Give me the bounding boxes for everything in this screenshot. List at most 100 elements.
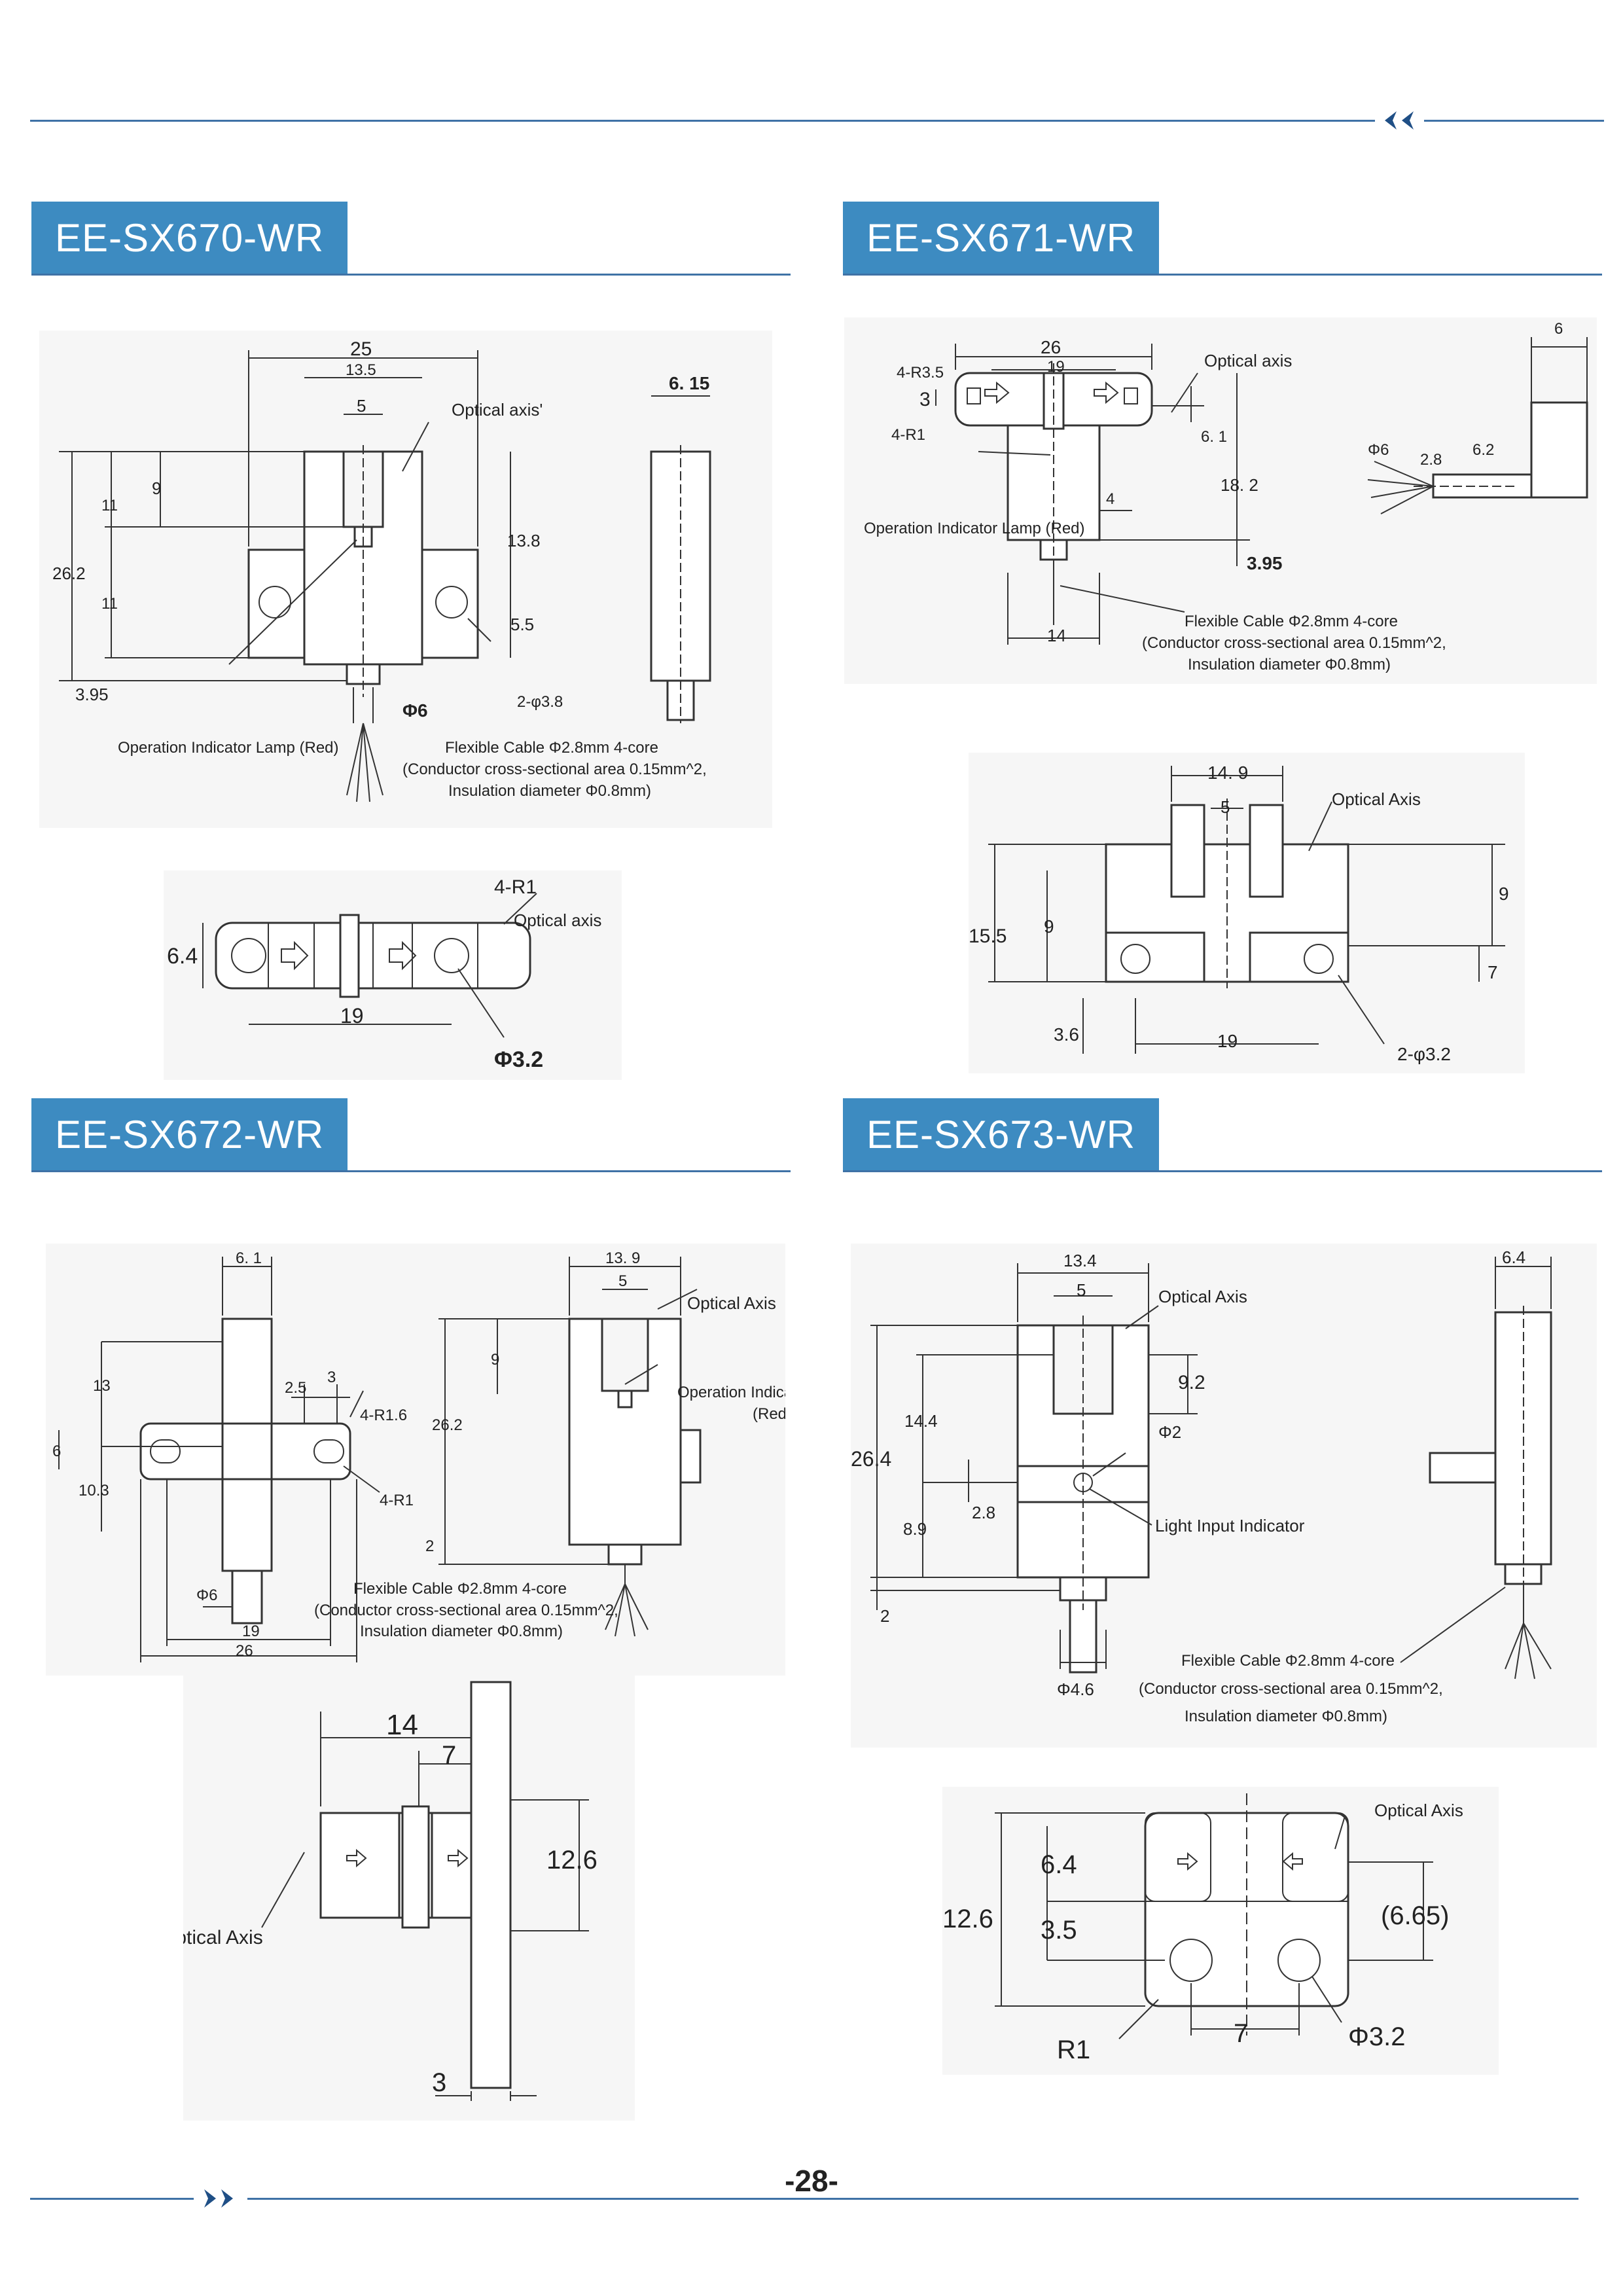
dim-2-5: 2.5 [285, 1379, 306, 1397]
section-rule-sx671 [843, 274, 1602, 276]
cable-label-3: Insulation diameter Φ0.8mm) [448, 782, 651, 800]
dim-18-2: 18. 2 [1221, 475, 1258, 495]
dim-7: 7 [442, 1741, 456, 1770]
dim-12-6: 12.6 [546, 1846, 597, 1874]
drawing-sx672-bottom: 14 7 12.6 3 Optical Axis [183, 1676, 635, 2121]
dim-10-3: 10.3 [79, 1482, 109, 1499]
optical-axis-label: Optical Axis [1158, 1287, 1247, 1306]
dim-13: 13 [93, 1377, 111, 1395]
dim-4-r1: 4-R1 [891, 426, 925, 444]
dim-4-r1: 4-R1 [494, 876, 537, 898]
dim-6-1: 6. 1 [1201, 428, 1227, 446]
drawing-sx670-main: 25 13.5 5 Optical axis' 9 11 26.2 11 13.… [39, 331, 772, 828]
dim-2-8: 2.8 [972, 1503, 995, 1522]
section-rule-sx672 [31, 1170, 791, 1172]
dim-25: 25 [350, 338, 372, 360]
dim-4-r1: 4-R1 [380, 1492, 414, 1509]
section-title-sx672: EE-SX672-WR [31, 1098, 348, 1172]
dim-phi3-2: Φ3.2 [1348, 2022, 1406, 2051]
drawing-sx670-bottom: 4-R1 Optical axis 6.4 19 Φ3.2 [164, 870, 622, 1080]
section-title-sx671: EE-SX671-WR [843, 202, 1160, 275]
dim-6-65: (6.65) [1381, 1901, 1450, 1930]
dim-15-5: 15.5 [969, 925, 1007, 947]
cable-label-2: (Conductor cross-sectional area 0.15mm^2… [314, 1602, 618, 1619]
section-title-sx670: EE-SX670-WR [31, 202, 348, 275]
cable-label-2: (Conductor cross-sectional area 0.15mm^2… [402, 761, 707, 778]
drawing-sx673-bottom: 12.6 6.4 3.5 (6.65) R1 7 Φ3.2 Optical Ax… [942, 1787, 1499, 2075]
dim-19: 19 [1217, 1031, 1238, 1051]
dim-9-2: 9.2 [1178, 1372, 1205, 1393]
dim-5: 5 [1077, 1280, 1086, 1300]
dim-14: 14 [1047, 626, 1066, 645]
dim-7: 7 [1488, 962, 1498, 982]
dim-6: 6 [52, 1443, 61, 1460]
dim-19: 19 [242, 1623, 260, 1640]
dim-3-5: 3.5 [1041, 1916, 1077, 1945]
dim-6-4: 6.4 [1502, 1247, 1525, 1267]
dim-6-4: 6.4 [167, 944, 198, 969]
footer-rule-right [247, 2198, 1578, 2200]
dim-26: 26 [236, 1642, 253, 1660]
dim-2-phi3-8: 2-φ3.8 [517, 693, 563, 711]
dim-14-4: 14.4 [904, 1411, 938, 1431]
dim-r1: R1 [1057, 2036, 1090, 2064]
dim-19: 19 [340, 1004, 364, 1028]
dim-13-5: 13.5 [346, 361, 376, 379]
header-rule-right [1424, 120, 1604, 122]
dim-4-r3-5: 4-R3.5 [897, 364, 944, 382]
cable-label-2: (Conductor cross-sectional area 0.15mm^2… [1139, 1680, 1443, 1698]
lamp-label-1: Operation Indicator Lamp [677, 1384, 785, 1401]
dim-4: 4 [1106, 490, 1115, 508]
dim-3-6: 3.6 [1054, 1024, 1079, 1045]
dim-6-1: 6. 1 [236, 1249, 262, 1267]
dim-19-top: 19 [1047, 358, 1065, 376]
footer-rule-left [30, 2198, 194, 2200]
dim-6-15: 6. 15 [669, 373, 709, 393]
dim-8-9: 8.9 [903, 1519, 927, 1539]
dim-5: 5 [357, 396, 366, 416]
dim-2-phi3-2: 2-φ3.2 [1397, 1044, 1451, 1064]
dim-14-9: 14. 9 [1207, 762, 1248, 783]
dim-11-top: 11 [101, 497, 118, 514]
dim-5: 5 [618, 1272, 627, 1290]
dim-13-8: 13.8 [507, 531, 541, 550]
dim-3: 3 [432, 2068, 446, 2097]
dim-phi6: Φ6 [196, 1587, 218, 1604]
side-dim-phi6: Φ6 [1368, 441, 1389, 459]
header-rule [30, 120, 1375, 122]
side-dim-6-2: 6.2 [1472, 441, 1494, 459]
drawing-sx672-main: 6. 1 13 2.5 3 4-R1.6 6 10.3 4-R1 Φ6 19 2… [46, 1244, 785, 1676]
optical-axis-bottom: Optical Axis [1332, 789, 1421, 809]
side-dim-2-8: 2.8 [1420, 451, 1442, 469]
optical-axis-label: Optical axis' [452, 400, 543, 420]
dim-phi3-2: Φ3.2 [494, 1047, 543, 1072]
dim-5: 5 [1221, 797, 1230, 817]
dim-26-4: 26.4 [851, 1447, 891, 1471]
dim-2: 2 [880, 1606, 889, 1626]
section-title-sx673: EE-SX673-WR [843, 1098, 1160, 1172]
dim-13-4: 13.4 [1063, 1251, 1097, 1270]
dim-3: 3 [327, 1369, 336, 1386]
drawing-sx671-main: 26 19 4-R3.5 Optical axis 4-R1 3 6. 1 18… [844, 317, 1597, 684]
cable-label-2: (Conductor cross-sectional area 0.15mm^2… [1142, 634, 1446, 652]
cable-label-3: Insulation diameter Φ0.8mm) [1185, 1708, 1387, 1725]
dim-3-95: 3.95 [75, 685, 109, 704]
dim-9: 9 [152, 478, 161, 498]
double-chevron-right-icon [204, 2189, 233, 2208]
dim-7: 7 [1234, 2019, 1248, 2048]
dim-phi6: Φ6 [402, 700, 428, 721]
dim-3-95: 3.95 [1247, 553, 1283, 573]
lamp-label-2: (Red) [753, 1405, 785, 1423]
optical-axis-bottom: Optical axis [514, 910, 601, 930]
dim-11-bottom: 11 [101, 595, 118, 613]
dim-4-r1-6: 4-R1.6 [360, 1407, 407, 1424]
dim-9: 9 [491, 1351, 499, 1369]
dim-26: 26 [1041, 337, 1061, 357]
section-rule-sx670 [31, 274, 791, 276]
optical-axis-bottom: Optical Axis [183, 1927, 263, 1948]
dim-12-6: 12.6 [942, 1905, 993, 1933]
dim-phi4-6: Φ4.6 [1057, 1679, 1094, 1699]
optical-axis-label: Optical axis [1204, 351, 1292, 370]
dim-3: 3 [919, 389, 931, 410]
cable-label-1: Flexible Cable Φ2.8mm 4-core [1185, 613, 1398, 630]
